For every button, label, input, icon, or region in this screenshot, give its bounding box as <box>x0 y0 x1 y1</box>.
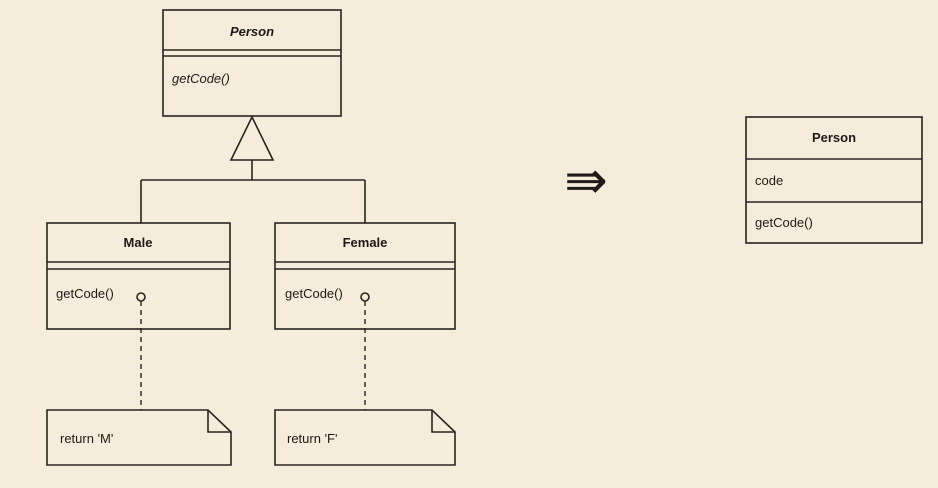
female-note-text: return 'F' <box>287 431 337 446</box>
person-superclass-name: Person <box>230 24 274 39</box>
female-note-icon <box>274 409 456 466</box>
female-class-method: getCode() <box>285 286 343 301</box>
male-note: return 'M' <box>46 409 232 466</box>
inheritance-triangle-icon <box>229 115 275 161</box>
male-class-name: Male <box>124 235 153 250</box>
male-note-text: return 'M' <box>60 431 113 446</box>
female-note-anchor-icon <box>360 292 370 302</box>
male-note-icon <box>46 409 232 466</box>
female-note: return 'F' <box>274 409 456 466</box>
person-result-field: code <box>755 173 783 188</box>
male-class-method: getCode() <box>56 286 114 301</box>
person-superclass-method: getCode() <box>172 71 230 86</box>
male-note-anchor-icon <box>136 292 146 302</box>
female-class-name: Female <box>343 235 388 250</box>
generalization-connector <box>140 115 366 223</box>
person-result-box: Person code getCode() <box>745 116 923 244</box>
person-superclass-box: Person getCode() <box>162 9 342 117</box>
person-result-method: getCode() <box>755 215 813 230</box>
person-result-name: Person <box>812 130 856 145</box>
male-class-box: Male getCode() <box>46 222 231 330</box>
refactor-arrow-icon: ⇛ <box>564 151 608 211</box>
